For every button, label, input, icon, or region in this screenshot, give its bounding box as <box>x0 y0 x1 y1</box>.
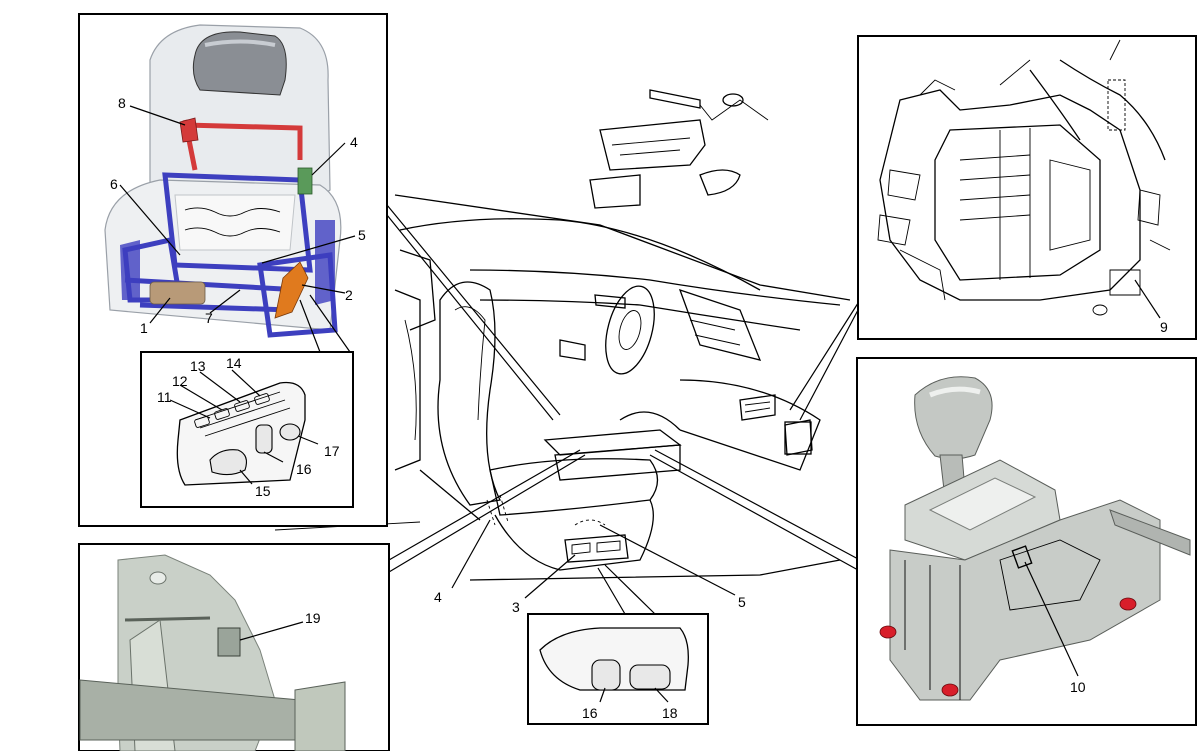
callout-13: 13 <box>190 358 206 374</box>
callout-19: 19 <box>305 610 321 626</box>
switch-callout-18: 18 <box>662 705 678 721</box>
mount-point <box>941 683 959 697</box>
mount-point <box>1119 597 1137 611</box>
callout-4: 4 <box>350 134 358 150</box>
main-callout-3: 3 <box>512 599 520 615</box>
callout-9: 9 <box>1160 319 1168 335</box>
seat-slide-knob <box>629 664 671 690</box>
fuse-box-inset-border <box>857 35 1197 340</box>
callout-15: 15 <box>255 483 271 499</box>
fuse-box-location <box>784 421 812 455</box>
callout-1: 1 <box>140 320 148 336</box>
callout-5: 5 <box>358 227 366 243</box>
seat-switch-inset: 16 18 <box>527 564 709 725</box>
shifter-connector <box>1011 545 1033 569</box>
callout-17: 17 <box>324 443 340 459</box>
car-interior-drawing <box>274 89 851 581</box>
seat-module-orange <box>274 261 309 319</box>
seat-motor <box>149 281 206 305</box>
callout-16: 16 <box>296 461 312 477</box>
callout-6: 6 <box>110 176 118 192</box>
switch-callout-16: 16 <box>582 705 598 721</box>
callout-12: 12 <box>172 373 188 389</box>
shifter-base <box>889 499 1161 701</box>
callout-10: 10 <box>1070 679 1086 695</box>
callout-2: 2 <box>345 287 353 303</box>
fuse-box-inset: 9 <box>784 35 1197 455</box>
main-callout-4: 4 <box>434 589 442 605</box>
callout-11: 11 <box>157 389 172 405</box>
bracket-connector <box>217 627 241 657</box>
seat-recline-knob <box>591 659 621 691</box>
headrest <box>192 31 287 96</box>
seat-slide-switch <box>209 449 247 476</box>
bracket-inset: 19 <box>78 543 390 751</box>
main-callout-5: 5 <box>738 594 746 610</box>
callout-14: 14 <box>226 355 242 371</box>
callout-8: 8 <box>118 95 126 111</box>
seat-frame-inset: 8 4 6 5 2 1 7 11 12 13 14 15 16 17 <box>78 13 388 527</box>
shifter-inset: 10 <box>649 357 1197 726</box>
callout-7: 7 <box>205 310 213 326</box>
recline-switch <box>255 424 273 454</box>
mount-point <box>879 625 897 639</box>
seat-connector-green <box>297 167 313 195</box>
switch-panel <box>176 381 306 486</box>
lumbar-switch <box>279 423 301 441</box>
shift-knob <box>914 376 993 460</box>
